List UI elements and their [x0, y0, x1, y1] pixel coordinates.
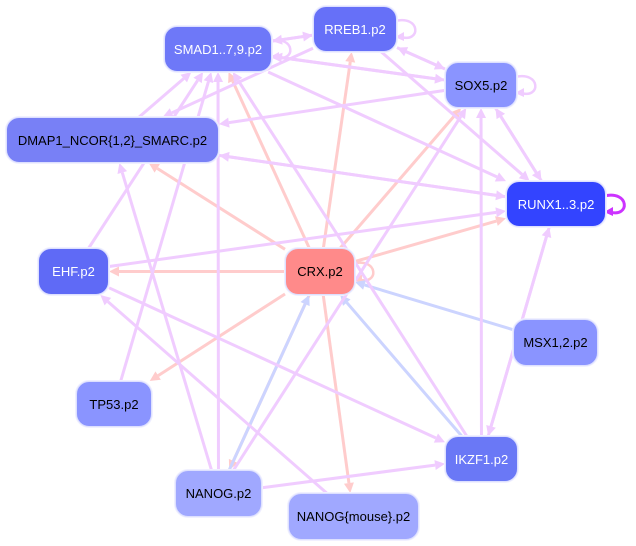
edge-crx-smad: [228, 72, 311, 249]
edge-ehf-ikzf1: [108, 286, 445, 443]
edge-nanog-crx: [227, 295, 310, 471]
edge-crx-rreb1: [321, 52, 356, 249]
node-crx[interactable]: CRX.p2: [285, 248, 355, 295]
node-label: SOX5.p2: [454, 77, 508, 93]
edge-runx1-runx1: [603, 193, 626, 216]
edge-nanogm-ehf: [100, 295, 328, 495]
edge-rreb1-rreb1: [394, 18, 417, 41]
edge-ikzf1-sox5: [476, 108, 487, 437]
node-label: SMAD1..7,9.p2: [173, 41, 263, 57]
node-msx[interactable]: MSX1,2.p2: [513, 319, 598, 366]
edge-ehf-smad: [87, 72, 204, 249]
node-ikzf1[interactable]: IKZF1.p2: [445, 436, 518, 482]
edge-ikzf1-crx: [340, 295, 463, 437]
node-label: IKZF1.p2: [454, 451, 509, 467]
node-dmap1[interactable]: DMAP1_NCOR{1,2}_SMARC.p2: [6, 117, 219, 163]
edge-sox5-rreb1: [397, 47, 446, 71]
node-tp53[interactable]: TP53.p2: [76, 381, 152, 427]
edge-sox5-dmap1: [219, 88, 446, 128]
node-label: RUNX1..3.p2: [517, 196, 595, 212]
node-label: DMAP1_NCOR{1,2}_SMARC.p2: [17, 132, 208, 148]
edge-nanog-dmap1: [117, 163, 213, 471]
edge-crx-runx1: [354, 216, 506, 263]
node-label: EHF.p2: [52, 264, 95, 279]
edge-runx1-sox5: [495, 108, 543, 182]
node-sox5[interactable]: SOX5.p2: [445, 62, 517, 108]
node-smad[interactable]: SMAD1..7,9.p2: [164, 26, 272, 72]
node-nanog-mouse[interactable]: NANOG{mouse}.p2: [288, 493, 419, 540]
edge-sox5-smad: [272, 52, 446, 82]
edge-dmap1-runx1: [218, 153, 506, 201]
node-label: RREB1.p2: [324, 21, 386, 37]
edge-ehf-runx1: [108, 207, 506, 269]
edge-nanog-ikzf1: [261, 460, 445, 490]
node-nanog[interactable]: NANOG.p2: [175, 470, 262, 517]
edge-msx-crx: [355, 280, 514, 332]
node-runx1[interactable]: RUNX1..3.p2: [506, 181, 606, 227]
edge-sox5-sox5: [514, 74, 537, 97]
edge-smad-runx1: [267, 70, 506, 182]
edge-dmap1-smad: [138, 72, 192, 119]
node-rreb1[interactable]: RREB1.p2: [313, 6, 397, 52]
node-ehf[interactable]: EHF.p2: [38, 248, 109, 295]
edge-rreb1-runx1: [380, 50, 530, 181]
node-label: TP53.p2: [89, 396, 139, 412]
node-label: NANOG.p2: [185, 486, 252, 501]
node-label: CRX.p2: [297, 264, 343, 279]
edge-rreb1-dmap1: [162, 46, 314, 118]
node-label: MSX1,2.p2: [523, 335, 588, 350]
node-label: NANOG{mouse}.p2: [296, 509, 411, 524]
edge-crx-ehf: [109, 266, 285, 277]
